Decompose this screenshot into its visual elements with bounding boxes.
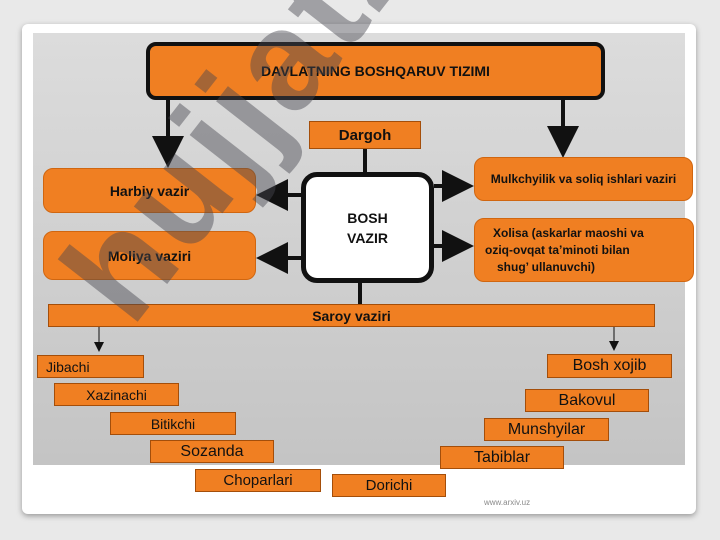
jibachi-box: Jibachi — [37, 355, 144, 378]
bosh-vazir-line1: BOSH — [347, 209, 388, 226]
sozanda-box: Sozanda — [150, 440, 274, 463]
munshiylar-box: Munshyilar — [484, 418, 609, 441]
xazinachi-box: Xazinachi — [54, 383, 179, 406]
bosh-xojib-box: Bosh xojib — [547, 354, 672, 378]
xolisa-box: Xolisa (askarlar maoshi va oziq-ovqat ta… — [474, 218, 694, 282]
site-url: www.arxiv.uz — [484, 498, 531, 507]
saroy-vaziri-box: Saroy vaziri — [48, 304, 655, 327]
xolisa-line3: shug’ ullanuvchi) — [497, 259, 596, 274]
mulkchilik-vaziri-box: Mulkchyilik va soliq ishlari vaziri — [474, 157, 693, 201]
harbiy-vazir-box: Harbiy vazir — [43, 168, 256, 213]
bitikchi-box: Bitikchi — [110, 412, 236, 435]
bosh-vazir-line2: VAZIR — [347, 229, 388, 246]
diagram-title: DAVLATNING BOSHQARUV TIZIMI — [146, 42, 605, 100]
dargoh-box: Dargoh — [309, 121, 421, 149]
xolisa-line1: Xolisa (askarlar maoshi va — [493, 225, 644, 240]
moliya-vaziri-box: Moliya vaziri — [43, 231, 256, 280]
tabiblar-box: Tabiblar — [440, 446, 564, 469]
bakovul-box: Bakovul — [525, 389, 649, 412]
dorichi-box: Dorichi — [332, 474, 446, 497]
choparlari-box: Choparlari — [195, 469, 321, 492]
bosh-vazir-box: BOSH VAZIR — [301, 172, 434, 283]
xolisa-line2: oziq-ovqat ta’minoti bilan — [485, 242, 630, 257]
